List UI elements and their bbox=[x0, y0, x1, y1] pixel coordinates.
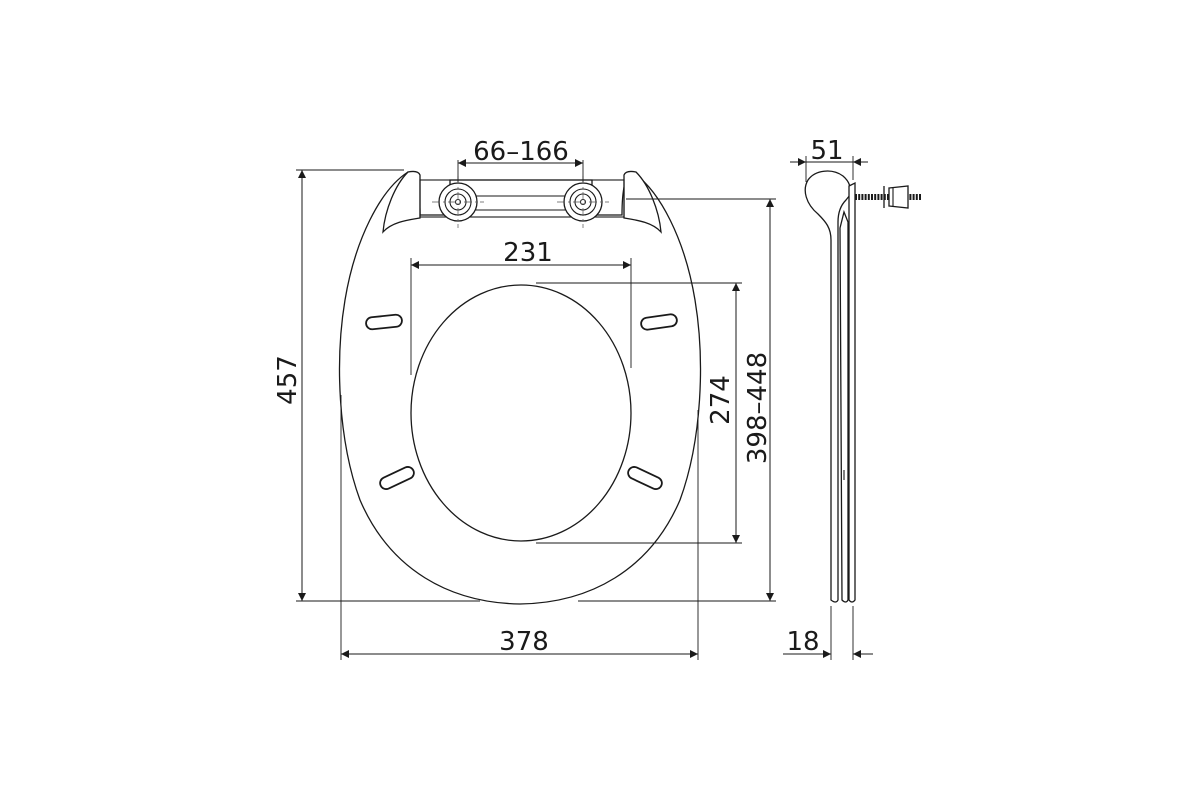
hinge-bar bbox=[419, 179, 625, 218]
label-total-length: 457 bbox=[273, 355, 303, 405]
dimension-hinge-to-front: 398–448 bbox=[578, 198, 776, 602]
right-hinge-fixing bbox=[557, 176, 609, 228]
side-view: 51 18 bbox=[783, 136, 921, 660]
fixing-bolt bbox=[855, 185, 921, 209]
bumper-slot-bottom-right bbox=[627, 466, 663, 490]
bumper-slot-top-left bbox=[365, 313, 403, 331]
side-seat-plate bbox=[839, 209, 849, 603]
label-inner-width: 231 bbox=[503, 238, 553, 268]
dimension-hinge-spacing: 66–166 bbox=[457, 137, 584, 182]
dimension-hinge-depth: 51 bbox=[790, 136, 868, 182]
dimension-thickness: 18 bbox=[783, 606, 873, 660]
dimension-total-width: 378 bbox=[340, 395, 699, 660]
right-hinge-block bbox=[623, 170, 662, 234]
front-view: 66–166 231 457 274 398–448 bbox=[273, 137, 776, 660]
left-hinge-fixing bbox=[432, 176, 484, 228]
label-thickness: 18 bbox=[786, 627, 819, 657]
label-inner-length: 274 bbox=[706, 375, 736, 425]
side-rear-plate bbox=[848, 181, 856, 603]
bumper-slot-bottom-left bbox=[379, 466, 415, 490]
label-hinge-spacing: 66–166 bbox=[473, 137, 569, 167]
dimension-inner-width: 231 bbox=[410, 238, 632, 375]
side-profile-outline bbox=[804, 170, 851, 603]
bumper-slot-top-right bbox=[640, 313, 678, 331]
label-hinge-depth: 51 bbox=[810, 136, 843, 166]
seat-inner-opening bbox=[410, 284, 632, 542]
label-hinge-to-front: 398–448 bbox=[743, 352, 773, 464]
label-total-width: 378 bbox=[499, 627, 549, 657]
left-hinge-block bbox=[382, 170, 421, 234]
dimension-total-length: 457 bbox=[273, 169, 480, 602]
dimension-inner-length: 274 bbox=[536, 282, 742, 544]
